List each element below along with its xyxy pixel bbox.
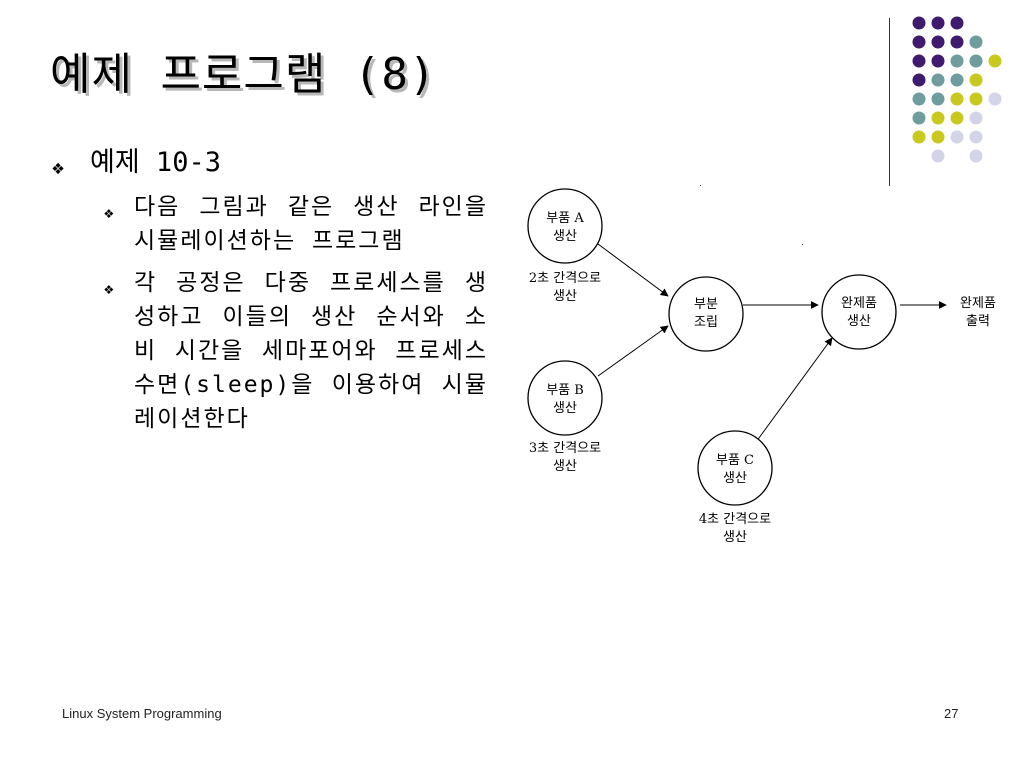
node-part-b: 부품 B 생산 <box>527 360 603 436</box>
decorative-dot <box>950 73 964 87</box>
node-assembly-line2: 조립 <box>694 315 718 330</box>
caption-part-a-line2: 생산 <box>553 289 577 304</box>
decorative-dot-grid <box>912 16 1002 163</box>
diamond-bullet-icon: ❖ <box>104 203 114 222</box>
node-part-b-line1: 부품 B <box>546 383 584 398</box>
decorative-dot <box>950 16 964 30</box>
bullet-level2-text: 다음 그림과 같은 생산 라인을 시뮬레이션하는 프로그램 <box>134 194 488 254</box>
decorative-dot <box>931 16 945 30</box>
title-divider-line <box>889 18 890 186</box>
node-assembly: 부분 조립 <box>668 276 744 352</box>
image-speck <box>700 185 701 186</box>
caption-part-b-line1: 3초 간격으로 <box>529 441 601 456</box>
footer-course-name: Linux System Programming <box>62 706 222 721</box>
decorative-dot <box>912 111 926 125</box>
caption-part-c-line2: 생산 <box>723 530 747 545</box>
decorative-dot <box>969 73 983 87</box>
decorative-dot <box>912 130 926 144</box>
decorative-dot <box>969 111 983 125</box>
decorative-dot <box>931 130 945 144</box>
decorative-dot <box>969 54 983 68</box>
decorative-dot <box>950 35 964 49</box>
node-part-c-line2: 생산 <box>723 471 747 486</box>
decorative-dot <box>912 54 926 68</box>
caption-part-c-line1: 4초 간격으로 <box>699 512 771 527</box>
decorative-dot <box>950 92 964 106</box>
decorative-dot <box>931 92 945 106</box>
node-finished-line2: 생산 <box>847 314 871 329</box>
caption-part-a-line1: 2초 간격으로 <box>529 271 601 286</box>
caption-part-b-line2: 생산 <box>553 459 577 474</box>
decorative-dot <box>912 16 926 30</box>
slide-title: 예제 프로그램 (8) <box>50 49 437 100</box>
node-finished-line1: 완제품 <box>841 296 877 311</box>
footer-page-number: 27 <box>944 706 959 721</box>
arrow-a-to-assembly <box>597 243 669 297</box>
node-part-a-line2: 생산 <box>553 229 577 244</box>
decorative-dot <box>969 130 983 144</box>
diamond-bullet-icon: ❖ <box>104 279 114 298</box>
arrow-c-to-finished <box>755 337 833 443</box>
decorative-dot <box>988 54 1002 68</box>
diamond-bullet-icon: ❖ <box>52 155 65 179</box>
node-part-c-line1: 부품 C <box>716 453 754 468</box>
decorative-dot <box>969 92 983 106</box>
bullet-level1: ❖ 예제 10-3 <box>50 146 490 180</box>
caption-output-line2: 출력 <box>966 314 990 329</box>
decorative-dot <box>988 92 1002 106</box>
decorative-dot <box>931 35 945 49</box>
node-part-a-line1: 부품 A <box>546 211 584 226</box>
decorative-dot <box>912 92 926 106</box>
node-assembly-line1: 부분 <box>694 297 718 312</box>
production-line-diagram: 부품 A 생산 2초 간격으로 생산 부품 B 생산 3초 간격으로 생산 부분… <box>527 185 996 545</box>
decorative-dot <box>969 149 983 163</box>
decorative-dot <box>950 130 964 144</box>
decorative-dot <box>950 54 964 68</box>
bullet-level2-text: 각 공정은 다중 프로세스를 생성하고 이들의 생산 순서와 소비 시간을 세마… <box>134 270 488 432</box>
decorative-dot <box>950 111 964 125</box>
bullet-level1-text: 예제 10-3 <box>90 147 221 178</box>
node-part-c: 부품 C 생산 <box>697 430 773 506</box>
node-part-a: 부품 A 생산 <box>527 188 603 264</box>
bullet-level2-item: ❖ 다음 그림과 같은 생산 라인을 시뮬레이션하는 프로그램 <box>104 190 488 258</box>
decorative-dot <box>931 54 945 68</box>
decorative-dot <box>931 149 945 163</box>
arrow-b-to-assembly <box>597 325 669 377</box>
bullet-level2-item: ❖ 각 공정은 다중 프로세스를 생성하고 이들의 생산 순서와 소비 시간을 … <box>104 266 488 436</box>
node-part-b-line2: 생산 <box>553 401 577 416</box>
caption-output-line1: 완제품 <box>960 296 996 311</box>
decorative-dot <box>912 35 926 49</box>
decorative-dot <box>931 73 945 87</box>
decorative-dot <box>912 73 926 87</box>
bullet-list: ❖ 예제 10-3 ❖ 다음 그림과 같은 생산 라인을 시뮬레이션하는 프로그… <box>50 146 490 436</box>
decorative-dot <box>931 111 945 125</box>
node-finished: 완제품 생산 <box>821 274 897 350</box>
image-speck <box>802 244 803 245</box>
decorative-dot <box>969 35 983 49</box>
